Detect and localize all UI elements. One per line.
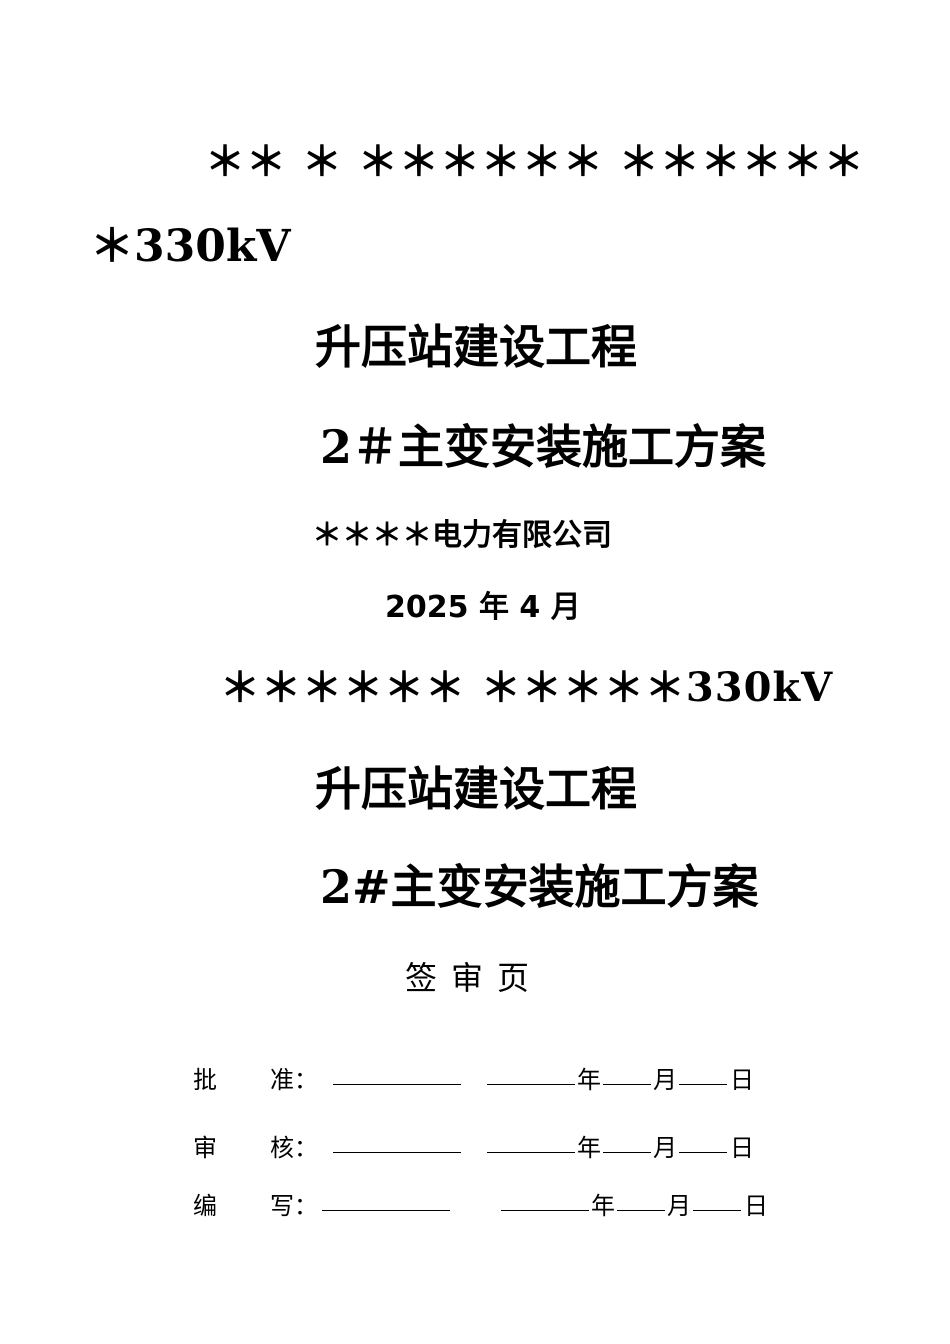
cover-date: 2025 年 4 月 [385,590,581,625]
day-label: 日 [730,1134,754,1162]
year-label: 年 [577,1066,601,1094]
signature-blank[interactable] [333,1128,461,1153]
signoff-project-line: ＊＊＊＊＊＊ ＊＊＊＊＊330kV [220,664,834,711]
row-label-b: 写： [270,1192,318,1220]
month-blank[interactable] [603,1128,651,1153]
day-blank[interactable] [693,1186,741,1211]
year-label: 年 [577,1134,601,1162]
day-blank[interactable] [679,1060,727,1085]
month-label: 月 [653,1066,677,1094]
cover-asterisk-line: ＊＊ ＊ ＊＊＊＊＊＊ ＊＊＊＊＊＊ [205,138,865,185]
year-blank[interactable] [487,1060,575,1085]
year-blank[interactable] [487,1128,575,1153]
day-label: 日 [744,1192,768,1220]
day-label: 日 [730,1066,754,1094]
signoff-row-author: 编 写： 年 月 日 [0,1186,950,1220]
month-blank[interactable] [617,1186,665,1211]
row-label-a: 编 [193,1192,217,1220]
cover-scheme-title: 2＃主变安装施工方案 [320,420,767,474]
signoff-row-review: 审 核： 年 月 日 [0,1128,950,1162]
row-label-a: 批 [193,1066,217,1094]
cover-company: ＊＊＊＊电力有限公司 [312,518,612,553]
signature-blank[interactable] [322,1186,450,1211]
row-label-a: 审 [193,1134,217,1162]
signoff-scheme-title: 2#主变安装施工方案 [320,860,759,914]
cover-project-title: 升压站建设工程 [315,320,637,374]
signoff-row-approve: 批 准： 年 月 日 [0,1060,950,1094]
signoff-page-title: 签审页 [405,959,544,997]
month-label: 月 [667,1192,691,1220]
row-label-b: 准： [270,1066,318,1094]
year-blank[interactable] [501,1186,589,1211]
year-label: 年 [591,1192,615,1220]
month-blank[interactable] [603,1060,651,1085]
cover-project-capacity: ＊330kV [90,221,291,272]
signoff-project-title: 升压站建设工程 [315,762,637,816]
month-label: 月 [653,1134,677,1162]
row-label-b: 核： [270,1134,318,1162]
signature-blank[interactable] [333,1060,461,1085]
day-blank[interactable] [679,1128,727,1153]
